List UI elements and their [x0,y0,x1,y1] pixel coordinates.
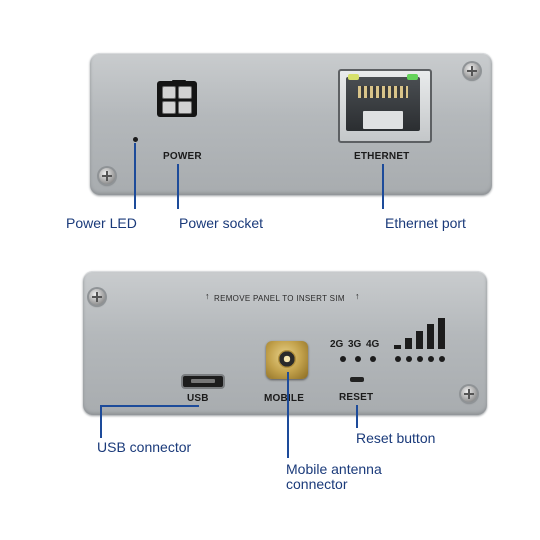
signal-bar-icon [394,345,401,349]
screw-icon [99,168,115,184]
reset-callout-line [356,405,358,428]
network-label-2g: 2G [330,339,344,350]
mobile-antenna-callout-line2: connector [286,476,348,492]
ethernet-led-left [348,74,359,80]
screw-icon [464,63,480,79]
signal-bar-icon [405,338,412,349]
mobile-antenna-callout-line1: Mobile antenna [286,461,382,477]
power-led [133,137,138,142]
power-socket-callout: Power socket [179,215,264,231]
ethernet-port-label: ETHERNET [354,151,410,162]
reset-button-callout: Reset button [356,430,436,446]
usb-port-label: USB [187,393,209,404]
signal-led [406,356,412,362]
power-led-callout: Power LED [66,215,137,231]
power-pin-icon [162,86,176,99]
usb-connector-callout: USB connector [97,439,192,455]
ethernet-latch-slot [363,111,403,129]
power-socket-callout-line [177,164,179,209]
mobile-port-label: MOBILE [264,393,305,404]
usb-callout-line [100,405,199,407]
power-pin-icon [162,101,176,114]
power-port-label: POWER [163,151,202,162]
usb-callout-line [100,405,102,438]
signal-bar-icon [416,331,423,349]
power-pin-icon [178,101,192,114]
power-socket[interactable] [157,81,197,117]
antenna-core-icon [278,350,296,368]
ethernet-contacts [358,86,408,98]
signal-led [395,356,401,362]
reset-button[interactable] [350,377,364,382]
signal-bar-icon [438,318,445,349]
network-led-2g [340,356,346,362]
ethernet-port-callout: Ethernet port [385,215,466,231]
ethernet-jack [346,77,420,131]
power-pin-icon [178,86,192,99]
screw-icon [89,289,105,305]
signal-bar-icon [427,324,434,349]
signal-led [428,356,434,362]
up-arrow-icon: ↑ [355,291,360,301]
up-arrow-icon: ↑ [205,291,210,301]
power-led-callout-line [134,143,136,209]
network-led-4g [370,356,376,362]
network-led-3g [355,356,361,362]
mobile-antenna-callout: Mobile antenna connector [286,462,382,492]
network-label-4g: 4G [366,339,380,350]
ethernet-port[interactable] [338,69,432,143]
screw-icon [461,386,477,402]
signal-led [417,356,423,362]
ethernet-callout-line [382,164,384,209]
signal-led [439,356,445,362]
reset-port-label: RESET [339,392,374,403]
ethernet-led-right [407,74,418,80]
mobile-antenna-callout-line [287,372,289,458]
usb-port[interactable] [181,374,225,389]
sim-panel-notice: REMOVE PANEL TO INSERT SIM [214,294,345,303]
usb-tongue [191,379,215,383]
network-label-3g: 3G [348,339,362,350]
